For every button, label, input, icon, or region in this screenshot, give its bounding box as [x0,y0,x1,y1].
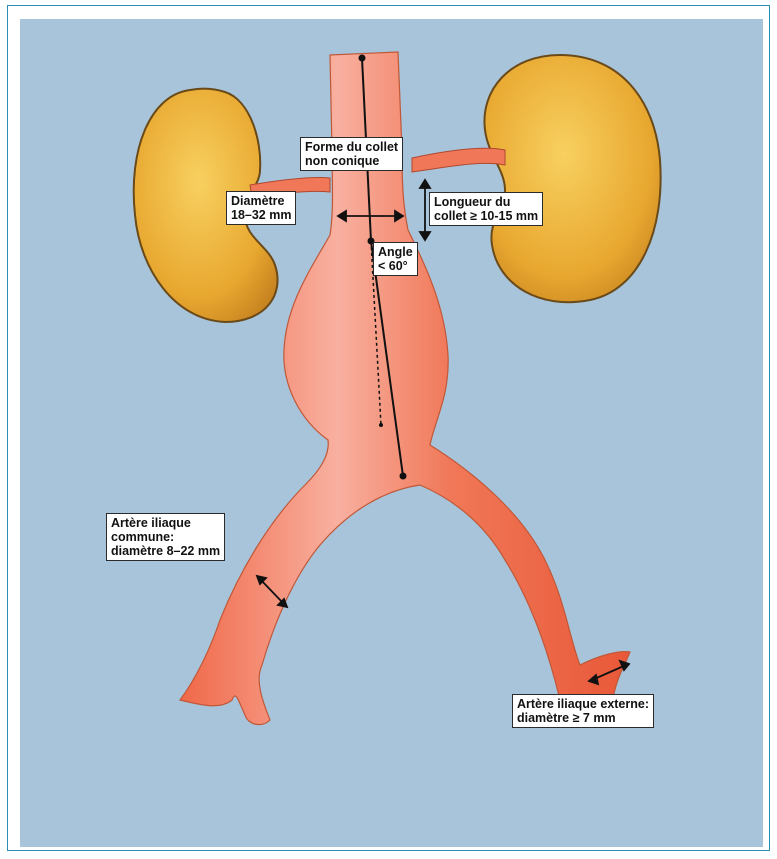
neck-length-label: Longueur du collet ≥ 10-15 mm [429,192,543,226]
neck-shape-label: Forme du collet non conique [300,137,403,171]
right-kidney [484,55,660,302]
common-iliac-label: Artère iliaque commune: diamètre 8–22 mm [106,513,225,561]
angle-label: Angle < 60° [373,242,418,276]
external-iliac-label: Artère iliaque externe: diamètre ≥ 7 mm [512,694,654,728]
diameter-label: Diamètre 18–32 mm [226,191,296,225]
